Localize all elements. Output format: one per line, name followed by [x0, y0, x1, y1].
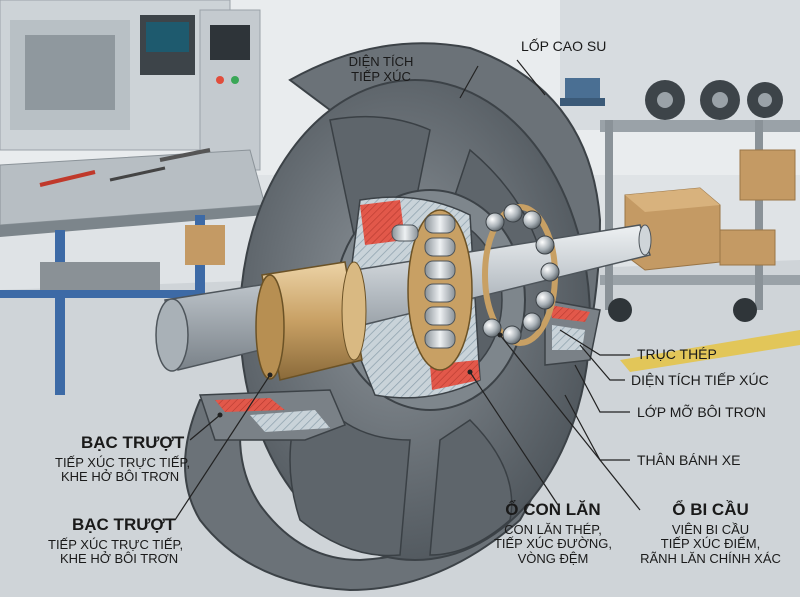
roller-bearing-callout: Ổ CON LĂN CON LĂN THÉP, TIẾP XÚC ĐƯỜNG, … [488, 500, 618, 567]
bushing-desc-2a: TIẾP XÚC TRỰC TIẾP, [48, 536, 184, 552]
contact-area-label: DIỆN TÍCH TIẾP XÚC [631, 372, 769, 388]
grease-layer-label: LỚP MỠ BÔI TRƠN [637, 404, 766, 420]
ball-bearing-desc-2: TIẾP XÚC ĐIỂM, [660, 536, 761, 552]
wheel-body-label: THÂN BÁNH XE [637, 452, 741, 468]
rubber-tire-label: LỐP CAO SU [521, 38, 607, 54]
steel-shaft-label: TRỤC THÉP [637, 346, 717, 362]
bushing-desc-2b: KHE HỞ BÔI TRƠN [60, 551, 179, 567]
brass-bushing [255, 261, 367, 381]
bushing-title-1: BẠC TRƯỢT [81, 433, 185, 452]
caster-wheel-icon [600, 80, 800, 322]
roller-bearing-desc-3: VÒNG ĐỆM [517, 551, 589, 567]
leader-dots [217, 332, 503, 418]
bushing-desc-1a: TIẾP XÚC TRỰC TIẾP, [55, 454, 191, 470]
ball-bearing-title: Ổ BI CẦU [672, 500, 749, 519]
ball-bearing-desc-3: RÃNH LĂN CHÍNH XÁC [640, 551, 781, 567]
roller-bearing-desc-2: TIẾP XÚC ĐƯỜNG, [493, 536, 613, 552]
roller-bearing [391, 209, 473, 371]
bushing-callout-1: BẠC TRƯỢT TIẾP XÚC TRỰC TIẾP, KHE HỞ BÔI… [55, 433, 215, 485]
ball-bearing-desc-1: VIÊN BI CẦU [671, 521, 750, 537]
roller-bearing-title: Ổ CON LĂN [505, 500, 601, 519]
ball-bearing [482, 203, 560, 346]
leader-lines [174, 59, 641, 521]
bushing-desc-1b: KHE HỞ BÔI TRƠN [61, 469, 180, 485]
bushing-title-2: BẠC TRƯỢT [72, 515, 176, 534]
bushing-callout-2: BẠC TRƯỢT TIẾP XÚC TRỰC TIẾP, KHE HỞ BÔI… [48, 515, 208, 567]
contact-area-top-line1: DIỆN TÍCH [348, 54, 414, 69]
ball-bearing-callout: Ổ BI CẦU VIÊN BI CẦU TIẾP XÚC ĐIỂM, RÃNH… [628, 500, 793, 567]
contact-area-top-line2: TIẾP XÚC [351, 68, 411, 84]
contact-area-top-label: DIỆN TÍCH TIẾP XÚC [326, 54, 436, 85]
cnc-machine-icon [0, 0, 261, 171]
roller-bearing-desc-1: CON LĂN THÉP, [504, 521, 602, 537]
workbench-icon [0, 148, 266, 395]
